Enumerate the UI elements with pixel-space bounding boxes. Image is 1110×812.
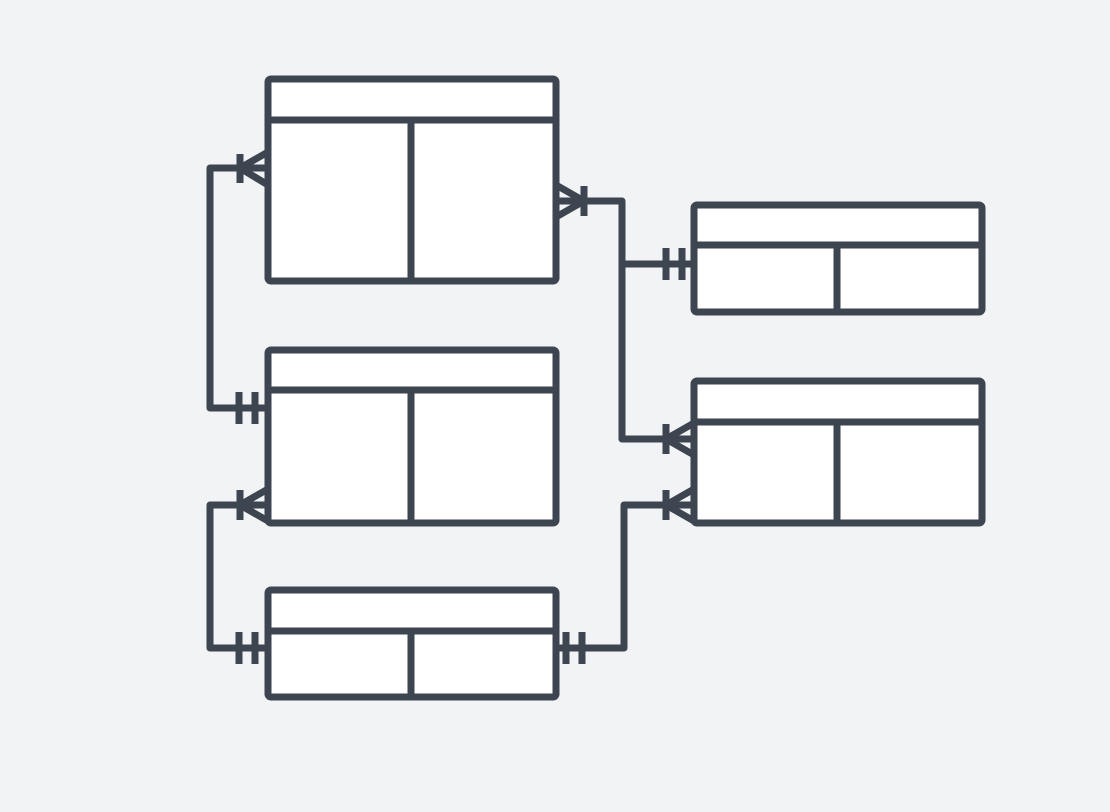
relationship-e3-e5 — [556, 485, 696, 664]
connector-line — [556, 501, 694, 652]
relationship-e4-e1-e5 — [554, 181, 696, 459]
connector-line — [206, 164, 268, 412]
connector-line — [206, 501, 268, 652]
entity-e5[interactable] — [690, 377, 986, 527]
connector-line — [556, 197, 694, 268]
connector-line — [618, 264, 694, 443]
entity-e2[interactable] — [264, 346, 560, 527]
entity-e3[interactable] — [264, 586, 560, 701]
relationship-e3-e2 — [206, 485, 270, 664]
relationship-e2-e1 — [206, 148, 270, 424]
entity-e1[interactable] — [264, 75, 560, 285]
entity-e4[interactable] — [690, 201, 986, 316]
